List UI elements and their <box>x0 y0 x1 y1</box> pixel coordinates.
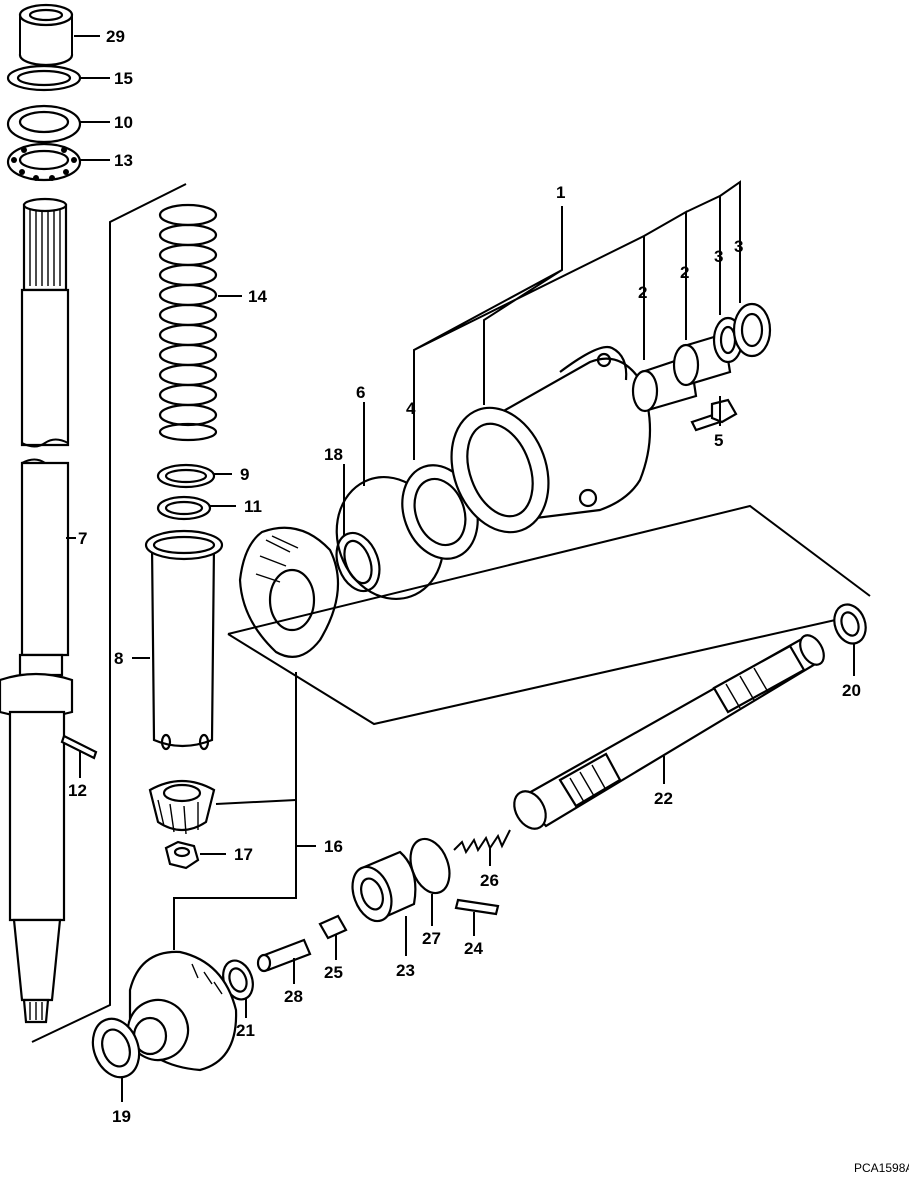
part-17-nut <box>164 840 200 870</box>
part-3-seal-b <box>732 302 772 358</box>
figure-code: PCA1598A <box>854 1161 909 1175</box>
part-9-washer <box>156 463 216 489</box>
part-25-slider <box>318 914 348 940</box>
part-22-propeller-shaft <box>513 634 825 830</box>
leader-lines <box>66 35 855 1102</box>
label-5: 5 <box>714 431 723 450</box>
label-18: 18 <box>324 445 343 464</box>
part-housing <box>450 345 652 534</box>
part-20-washer <box>833 603 867 645</box>
gear-group-bracket <box>173 672 297 950</box>
label-27: 27 <box>422 929 441 948</box>
assembly-bracket-line <box>31 183 187 1043</box>
label-17: 17 <box>234 845 253 864</box>
part-23-clutch <box>351 850 417 923</box>
label-4: 4 <box>406 399 416 418</box>
label-15: 15 <box>114 69 133 88</box>
label-22: 22 <box>654 789 673 808</box>
label-2b: 2 <box>680 263 689 282</box>
label-2a: 2 <box>638 283 647 302</box>
label-3a: 3 <box>714 247 723 266</box>
part-12-pin <box>60 734 98 760</box>
part-8-tube <box>144 529 224 751</box>
label-20: 20 <box>842 681 861 700</box>
label-25: 25 <box>324 963 343 982</box>
label-26: 26 <box>480 871 499 890</box>
part-reverse-gear <box>126 950 238 1072</box>
part-21-shim <box>222 959 254 1001</box>
label-28: 28 <box>284 987 303 1006</box>
label-6: 6 <box>356 383 365 402</box>
part-14-spring <box>158 203 218 442</box>
part-15-shim <box>6 64 82 92</box>
label-29: 29 <box>106 27 125 46</box>
part-26-spring <box>453 829 511 855</box>
part-11-ring <box>156 495 212 521</box>
label-9: 9 <box>240 465 249 484</box>
label-13: 13 <box>114 151 133 170</box>
part-10-thrust-washer <box>6 104 82 144</box>
shaft-group-frame <box>227 504 871 726</box>
label-3b: 3 <box>734 237 743 256</box>
part-28-shift-plunger <box>256 938 312 973</box>
part-29-bushing <box>18 3 74 67</box>
label-21: 21 <box>236 1021 255 1040</box>
part-7-drive-shaft <box>0 197 74 1024</box>
label-10: 10 <box>114 113 133 132</box>
label-14: 14 <box>248 287 267 306</box>
part-19-washer <box>91 1017 141 1079</box>
part-forward-gear <box>238 526 340 658</box>
label-16: 16 <box>324 837 343 856</box>
part-5-bolt <box>690 398 738 432</box>
label-11: 11 <box>244 497 262 516</box>
label-24: 24 <box>464 939 483 958</box>
label-7: 7 <box>78 529 87 548</box>
part-labels: 29 15 10 13 14 9 11 7 8 12 17 16 1 2 2 3… <box>68 27 861 1126</box>
part-1-callout-tree <box>413 180 741 460</box>
part-13-thrust-bearing <box>6 142 82 182</box>
label-23: 23 <box>396 961 415 980</box>
label-19: 19 <box>112 1107 131 1126</box>
label-1: 1 <box>556 183 565 202</box>
part-pinion-gear <box>148 780 216 835</box>
label-8: 8 <box>114 649 123 668</box>
part-24-pin <box>454 898 500 916</box>
label-12: 12 <box>68 781 87 800</box>
